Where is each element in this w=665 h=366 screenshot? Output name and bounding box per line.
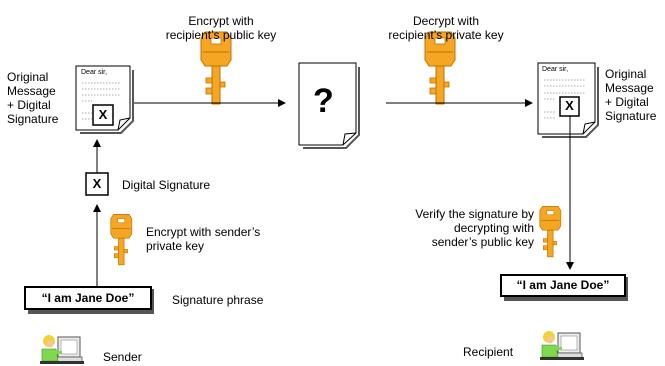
dear-sir-left: Dear sir,: [81, 69, 108, 76]
digital-signature-label: Digital Signature: [122, 178, 211, 192]
x-mark-left: X: [98, 107, 108, 122]
question-mark: ?: [313, 82, 334, 120]
original-message-left-label: Original Message + Digital Signature: [7, 70, 59, 126]
original-document-right: [537, 62, 599, 138]
sender-label: Sender: [103, 350, 142, 364]
verify-signature-label: Verify the signature by decrypting with …: [415, 207, 534, 249]
original-document-left: [75, 65, 134, 134]
x-mark-signature: X: [92, 176, 102, 191]
key-icon: [110, 214, 133, 266]
person-at-computer-icon: [39, 334, 85, 365]
signature-phrase-label: Signature phrase: [172, 293, 264, 307]
dear-sir-right: Dear sir,: [542, 66, 569, 73]
recipient-label: Recipient: [463, 345, 514, 359]
encrypt-sender-label: Encrypt with sender’s private key: [146, 225, 261, 253]
decrypt-private-label: Decrypt with recipient’s private key: [388, 14, 504, 42]
key-icon: [539, 206, 562, 258]
signature-phrase-box-right: “I am Jane Doe”: [500, 274, 626, 297]
encrypt-public-label: Encrypt with recipient’s public key: [165, 14, 277, 42]
signature-box-left: [92, 104, 114, 126]
encrypted-document: [298, 62, 360, 149]
x-mark-right: X: [565, 98, 574, 113]
original-message-right-label: Original Message + Digital Signature: [605, 67, 657, 123]
key-icon: [424, 31, 456, 105]
person-at-computer-icon: [539, 330, 585, 361]
key-icon: [200, 31, 232, 105]
signature-phrase-box-left: “I am Jane Doe”: [24, 286, 152, 310]
